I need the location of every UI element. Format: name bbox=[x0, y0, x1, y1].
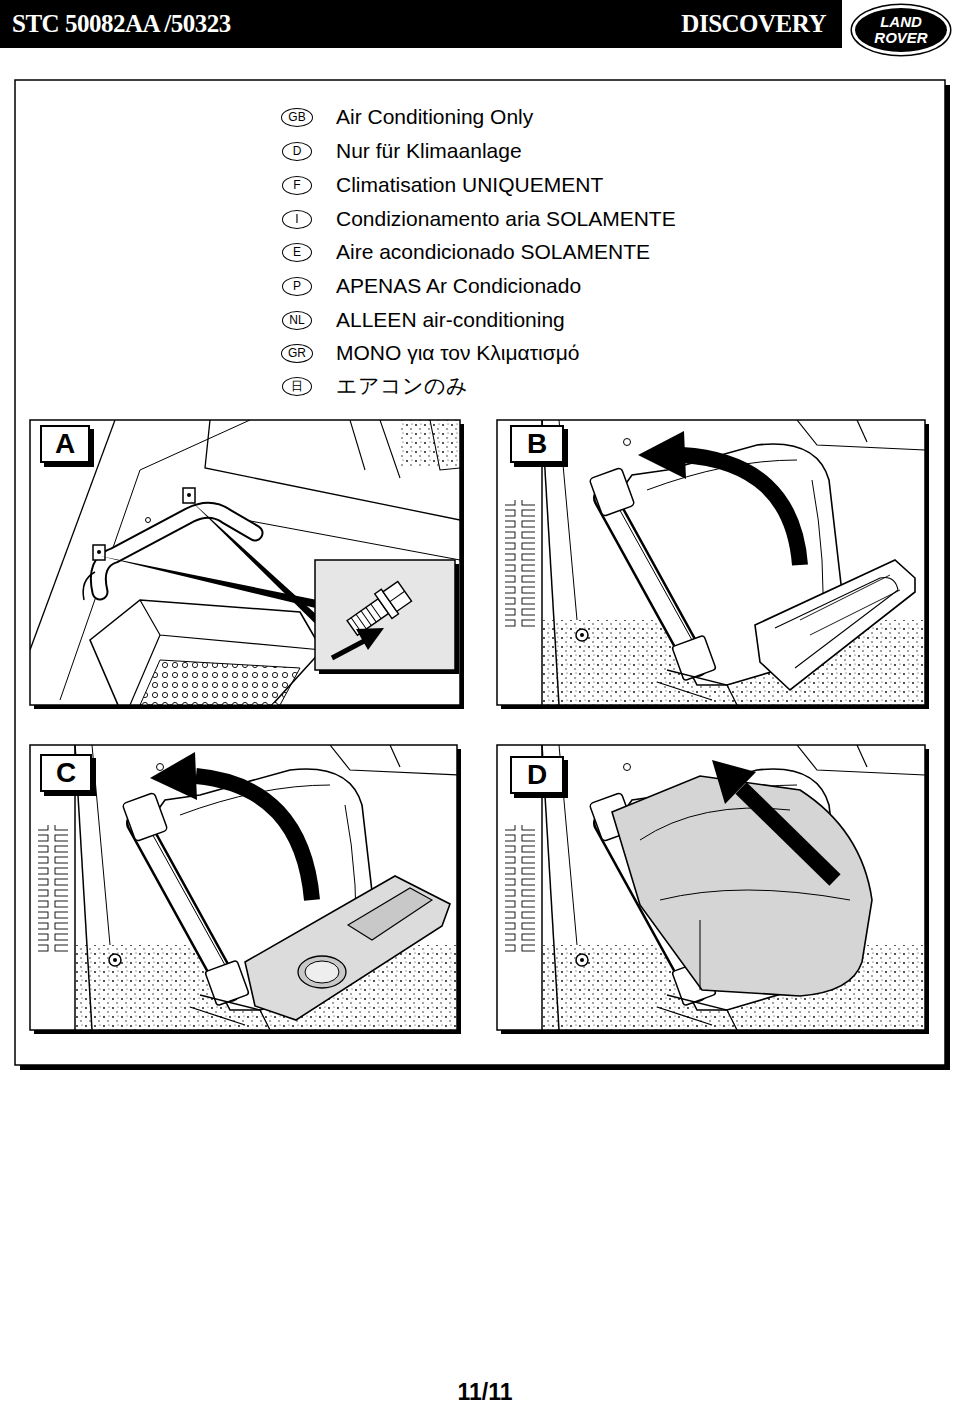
header-text: STC 50082AA /50323 bbox=[12, 10, 231, 38]
node-text: D bbox=[293, 144, 302, 158]
language-code: I bbox=[282, 210, 312, 229]
node-text: E bbox=[293, 245, 301, 259]
language-code: GR bbox=[281, 344, 313, 363]
node-text: P bbox=[293, 279, 301, 293]
translation-text: ΜΟΝΟ για τον Κλιματισμό bbox=[336, 340, 579, 366]
language-code: D bbox=[282, 142, 312, 161]
language-code: GB bbox=[281, 108, 313, 127]
translation-text: APENAS Ar Condicionado bbox=[336, 273, 581, 299]
language-code: 日 bbox=[282, 377, 312, 396]
translation-text: エアコンのみ bbox=[336, 373, 468, 399]
node-text: GR bbox=[288, 346, 306, 360]
node-text: A bbox=[55, 428, 75, 460]
language-code: F bbox=[282, 176, 312, 195]
node-text: NL bbox=[289, 313, 304, 327]
brand-logo: LAND ROVER bbox=[852, 5, 950, 55]
panel-letter: D bbox=[510, 756, 564, 794]
node-text: D bbox=[527, 759, 547, 791]
translation-text: ALLEEN air-conditioning bbox=[336, 307, 565, 333]
translation-text: Climatisation UNIQUEMENT bbox=[336, 172, 603, 198]
panel-letter: A bbox=[40, 425, 90, 463]
language-code: E bbox=[282, 243, 312, 262]
translation-text: Condizionamento aria SOLAMENTE bbox=[336, 206, 676, 232]
node-text: I bbox=[295, 212, 298, 226]
translation-text: Nur für Klimaanlage bbox=[336, 138, 522, 164]
node-text: 日 bbox=[291, 379, 303, 393]
language-code: NL bbox=[282, 311, 312, 330]
panel-letter: B bbox=[510, 425, 564, 463]
node-text: LAND ROVER bbox=[869, 14, 933, 46]
header-text: DISCOVERY bbox=[681, 10, 826, 38]
node-text: C bbox=[56, 757, 76, 789]
page-number: 11/11 bbox=[457, 1378, 512, 1406]
translation-text: Aire acondicionado SOLAMENTE bbox=[336, 239, 650, 265]
node-text: GB bbox=[288, 110, 305, 124]
panel-letter: C bbox=[40, 754, 92, 792]
translation-text: Air Conditioning Only bbox=[336, 104, 533, 130]
node-text: B bbox=[527, 428, 547, 460]
language-code: P bbox=[282, 277, 312, 296]
node-text: F bbox=[293, 178, 300, 192]
header-band: STC 50082AA /50323 DISCOVERY bbox=[0, 0, 842, 48]
